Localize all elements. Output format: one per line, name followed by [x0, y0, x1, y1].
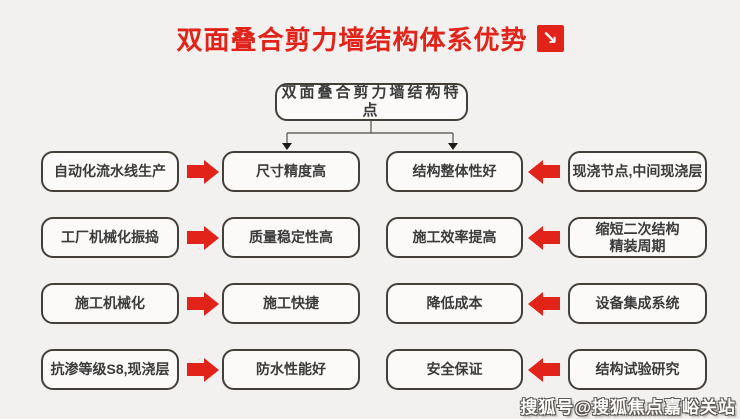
result-box: 施工效率提高 — [386, 217, 523, 258]
title-arrow-icon: ↘ — [536, 24, 564, 52]
source-box: 结构试验研究 — [568, 349, 707, 390]
arrow-left-icon — [528, 159, 560, 184]
source-box: 现浇节点,中间现浇层 — [568, 151, 707, 192]
result-box: 结构整体性好 — [386, 151, 523, 192]
arrow-left-icon — [528, 291, 560, 316]
root-box: 双面叠合剪力墙结构特点 — [275, 83, 468, 121]
result-box: 防水性能好 — [222, 349, 360, 390]
arrow-right-icon — [187, 225, 219, 250]
title-bar: 双面叠合剪力墙结构体系优势 ↘ — [0, 20, 740, 56]
result-box: 质量稳定性高 — [222, 217, 360, 258]
source-box: 缩短二次结构 精装周期 — [568, 217, 707, 258]
diagram-row: 自动化流水线生产 尺寸精度高 结构整体性好 现浇节点,中间现浇层 — [0, 151, 740, 192]
source-box: 抗渗等级S8,现浇层 — [41, 349, 179, 390]
connector-lines — [282, 121, 458, 150]
arrow-right-icon — [187, 357, 219, 382]
diagram-row: 施工机械化 施工快捷 降低成本 设备集成系统 — [0, 283, 740, 324]
result-box: 降低成本 — [386, 283, 523, 324]
diagram-row: 抗渗等级S8,现浇层 防水性能好 安全保证 结构试验研究 — [0, 349, 740, 390]
source-box: 自动化流水线生产 — [41, 151, 179, 192]
page-title: 双面叠合剪力墙结构体系优势 — [176, 24, 528, 55]
arrow-left-icon — [528, 225, 560, 250]
arrow-left-icon — [528, 357, 560, 382]
diagram-row: 工厂机械化振捣 质量稳定性高 施工效率提高 缩短二次结构 精装周期 — [0, 217, 740, 258]
source-box: 工厂机械化振捣 — [41, 217, 179, 258]
watermark: 搜狐号@搜狐焦点嘉峪关站 — [520, 398, 736, 417]
result-box: 尺寸精度高 — [222, 151, 360, 192]
result-box: 安全保证 — [386, 349, 523, 390]
arrow-right-icon — [187, 291, 219, 316]
source-box: 施工机械化 — [41, 283, 179, 324]
result-box: 施工快捷 — [222, 283, 360, 324]
source-box: 设备集成系统 — [568, 283, 707, 324]
arrow-right-icon — [187, 159, 219, 184]
